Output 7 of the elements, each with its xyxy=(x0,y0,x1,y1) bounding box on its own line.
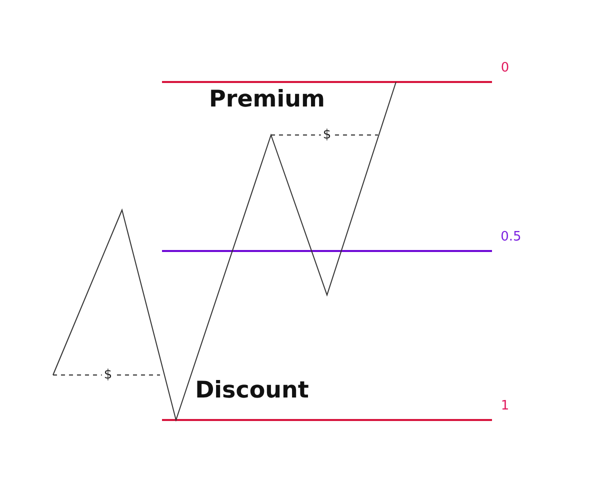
dollar-sign-label: $ xyxy=(102,368,114,382)
dollar-sign-label: $ xyxy=(320,128,334,142)
zone-label: Premium xyxy=(209,88,325,112)
level-label: 0.5 xyxy=(500,230,522,244)
level-label: 0 xyxy=(500,62,510,74)
level-label: 1 xyxy=(500,400,510,412)
zone-label: Discount xyxy=(195,380,309,402)
